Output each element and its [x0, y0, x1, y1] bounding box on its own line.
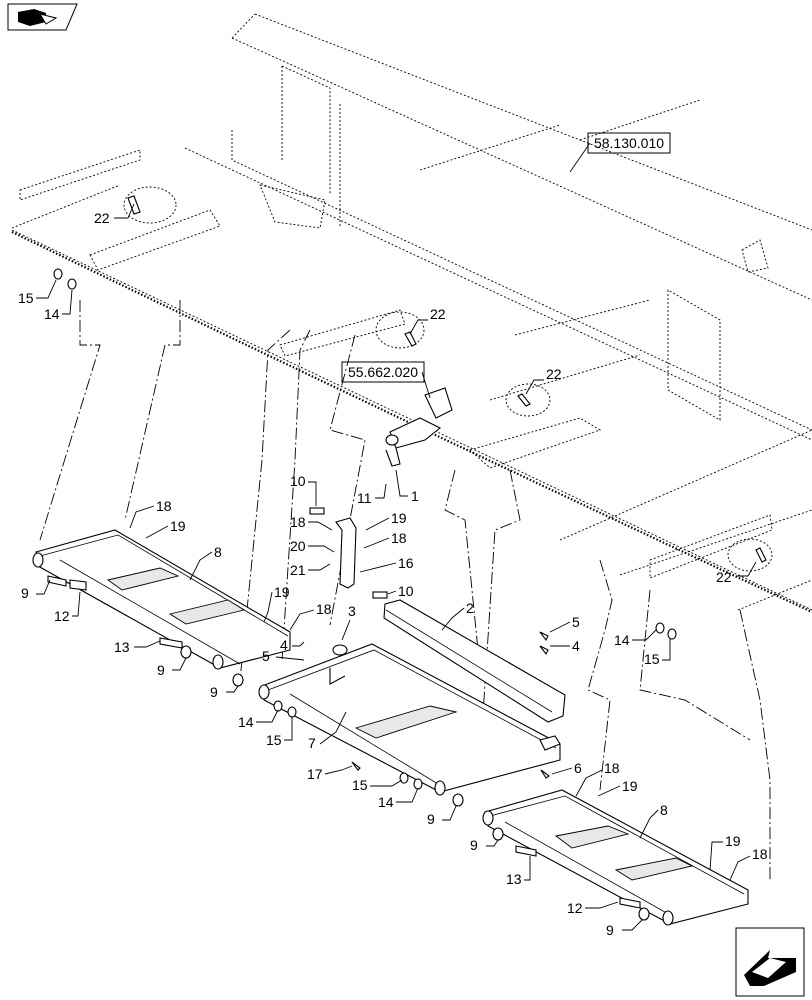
callout-8: 8 [660, 802, 668, 818]
book-navigation-icon[interactable] [7, 3, 78, 31]
callout-19: 19 [622, 778, 638, 794]
callout-22: 22 [430, 306, 446, 322]
callout-2: 2 [466, 600, 474, 616]
svg-text:58.130.010: 58.130.010 [594, 135, 664, 151]
callout-18: 18 [316, 601, 332, 617]
callout-5: 5 [572, 614, 580, 630]
callout-6: 6 [574, 760, 582, 776]
callout-17: 17 [307, 766, 323, 782]
callout-10: 10 [398, 583, 414, 599]
callout-7: 7 [308, 735, 316, 751]
callout-9: 9 [427, 811, 435, 827]
callout-12: 12 [54, 608, 70, 624]
callout-15: 15 [644, 651, 660, 667]
callout-4: 4 [280, 637, 288, 653]
callout-18: 18 [391, 530, 407, 546]
callout-19: 19 [170, 518, 186, 534]
cover-plate-center [258, 643, 561, 796]
callout-13: 13 [506, 871, 522, 887]
callout-14: 14 [614, 632, 630, 648]
callout-22: 22 [716, 569, 732, 585]
callout-18: 18 [290, 514, 306, 530]
callout-11: 11 [357, 490, 372, 506]
angle-bracket [383, 599, 566, 751]
callout-9: 9 [470, 837, 478, 853]
callout-5: 5 [262, 648, 270, 664]
callout-9: 9 [210, 684, 218, 700]
callout-18: 18 [752, 846, 768, 862]
callout-15: 15 [352, 777, 368, 793]
callout-18: 18 [604, 760, 620, 776]
cover-plate-right [482, 789, 749, 926]
reference-box-55662020[interactable]: 55.662.020 [341, 361, 431, 399]
pivot-arm [385, 387, 453, 467]
header-frame-structure [11, 13, 812, 613]
callout-14: 14 [238, 714, 254, 730]
reference-box-58130010[interactable]: 58.130.010 [569, 132, 671, 173]
callout-3: 3 [348, 603, 356, 619]
callout-9: 9 [21, 585, 29, 601]
svg-text:55.662.020: 55.662.020 [348, 364, 418, 380]
callout-14: 14 [378, 794, 394, 810]
callout-19: 19 [391, 510, 407, 526]
callout-13: 13 [114, 639, 130, 655]
callout-15: 15 [266, 732, 282, 748]
support-bracket [309, 507, 388, 599]
callout-20: 20 [290, 538, 306, 554]
callout-1: 1 [411, 488, 419, 504]
callout-9: 9 [157, 662, 165, 678]
callout-8: 8 [214, 544, 222, 560]
cover-plate-left [32, 529, 291, 670]
callout-9: 9 [606, 922, 614, 938]
callout-12: 12 [567, 900, 583, 916]
callout-10: 10 [290, 473, 306, 489]
callout-22: 22 [546, 366, 562, 382]
view-direction-arrow-icon[interactable] [735, 927, 805, 997]
callout-16: 16 [398, 555, 414, 571]
callout-labels: 22 22 22 22 15 14 1 11 10 18 20 21 19 18… [18, 203, 768, 938]
hardware-fasteners [47, 195, 767, 921]
callout-19: 19 [274, 584, 290, 600]
callout-18: 18 [156, 498, 172, 514]
callout-14: 14 [44, 306, 60, 322]
callout-22: 22 [94, 210, 110, 226]
callout-21: 21 [290, 562, 306, 578]
callout-15: 15 [18, 290, 34, 306]
callout-4: 4 [572, 638, 580, 654]
callout-19: 19 [725, 833, 741, 849]
